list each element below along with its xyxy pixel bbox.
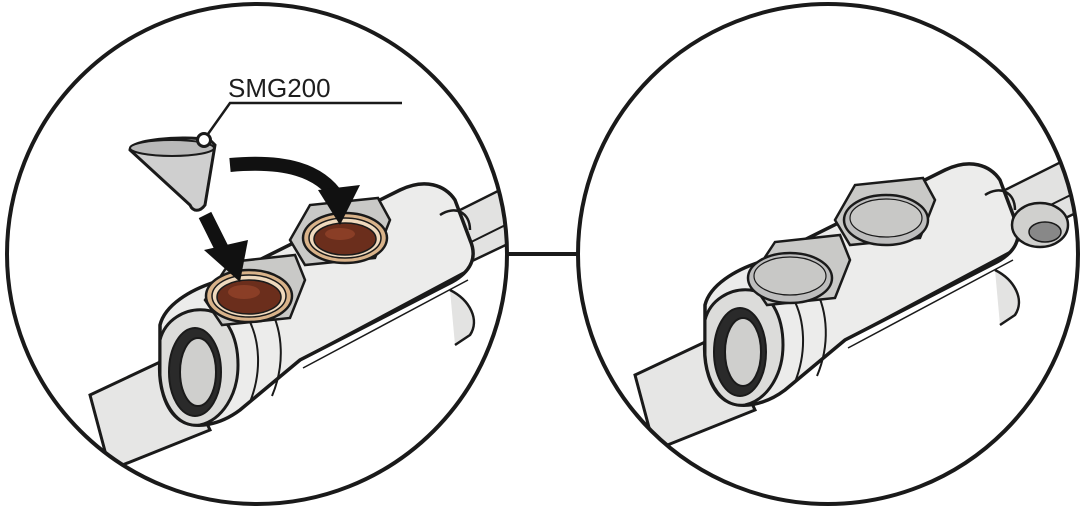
bushing-front-capped [748, 253, 832, 303]
callout-dot [198, 134, 211, 147]
bushing-back-greased [303, 213, 387, 263]
callout-label: SMG200 [228, 73, 331, 103]
bushing-front-greased [206, 270, 292, 322]
bushing-back-capped [844, 195, 928, 245]
right-panel-after [578, 4, 1085, 504]
